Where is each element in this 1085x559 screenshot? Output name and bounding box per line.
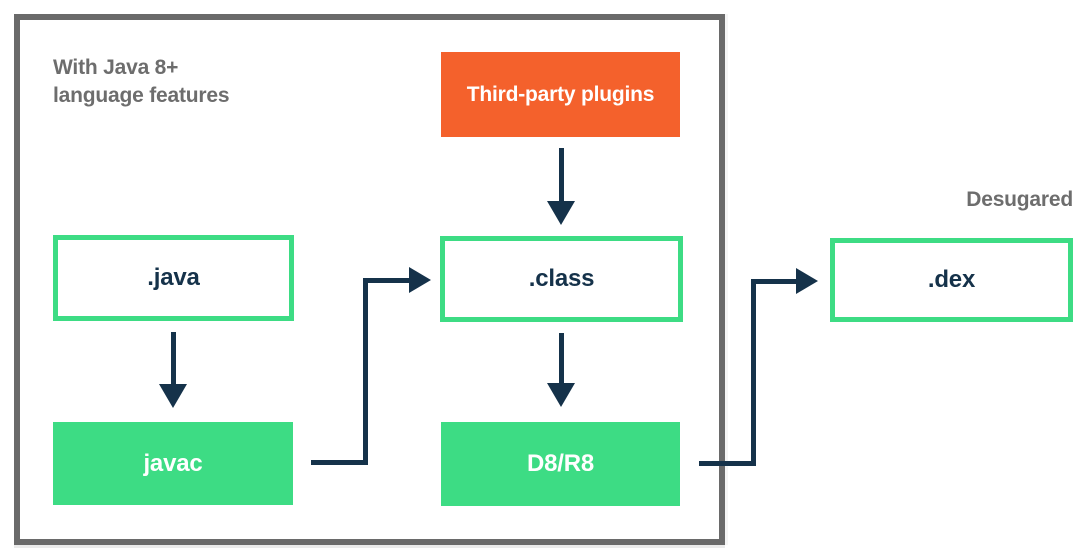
arrow-shaft <box>558 333 564 385</box>
arrow-head-down-icon <box>547 201 575 225</box>
connector-segment <box>363 278 409 283</box>
connector-segment <box>699 461 756 466</box>
node-third-party-plugins-label: Third-party plugins <box>466 82 655 106</box>
node-third-party-plugins: Third-party plugins <box>441 52 680 137</box>
note-line-2: language features <box>53 83 230 107</box>
connector-segment <box>363 278 368 465</box>
arrow-head-right-icon <box>409 267 431 293</box>
node-d8r8-label: D8/R8 <box>526 450 595 477</box>
node-dex-file: .dex <box>830 238 1073 322</box>
node-d8r8: D8/R8 <box>441 422 680 506</box>
label-desugared: Desugared <box>966 188 1073 211</box>
node-java-file: .java <box>53 235 294 321</box>
node-dex-file-label: .dex <box>927 266 976 293</box>
arrow-shaft <box>170 332 176 386</box>
arrow-class-to-d8r8 <box>547 333 575 407</box>
node-class-file-label: .class <box>528 265 595 292</box>
node-class-file: .class <box>440 236 683 322</box>
connector-segment <box>311 460 368 465</box>
node-javac: javac <box>53 422 293 505</box>
node-java-file-label: .java <box>147 264 200 291</box>
connector-segment <box>751 279 796 284</box>
arrow-plugins-to-class <box>547 148 575 225</box>
arrow-head-right-icon <box>796 268 818 294</box>
arrow-shaft <box>558 148 564 203</box>
node-javac-label: javac <box>143 449 203 477</box>
arrow-head-down-icon <box>159 384 187 408</box>
arrow-java-to-javac <box>159 332 187 408</box>
note-java8: With Java 8+ language features <box>53 54 230 109</box>
outer-frame <box>14 14 725 545</box>
connector-segment <box>751 279 756 466</box>
note-line-1: With Java 8+ <box>53 56 179 79</box>
arrow-head-down-icon <box>547 383 575 407</box>
